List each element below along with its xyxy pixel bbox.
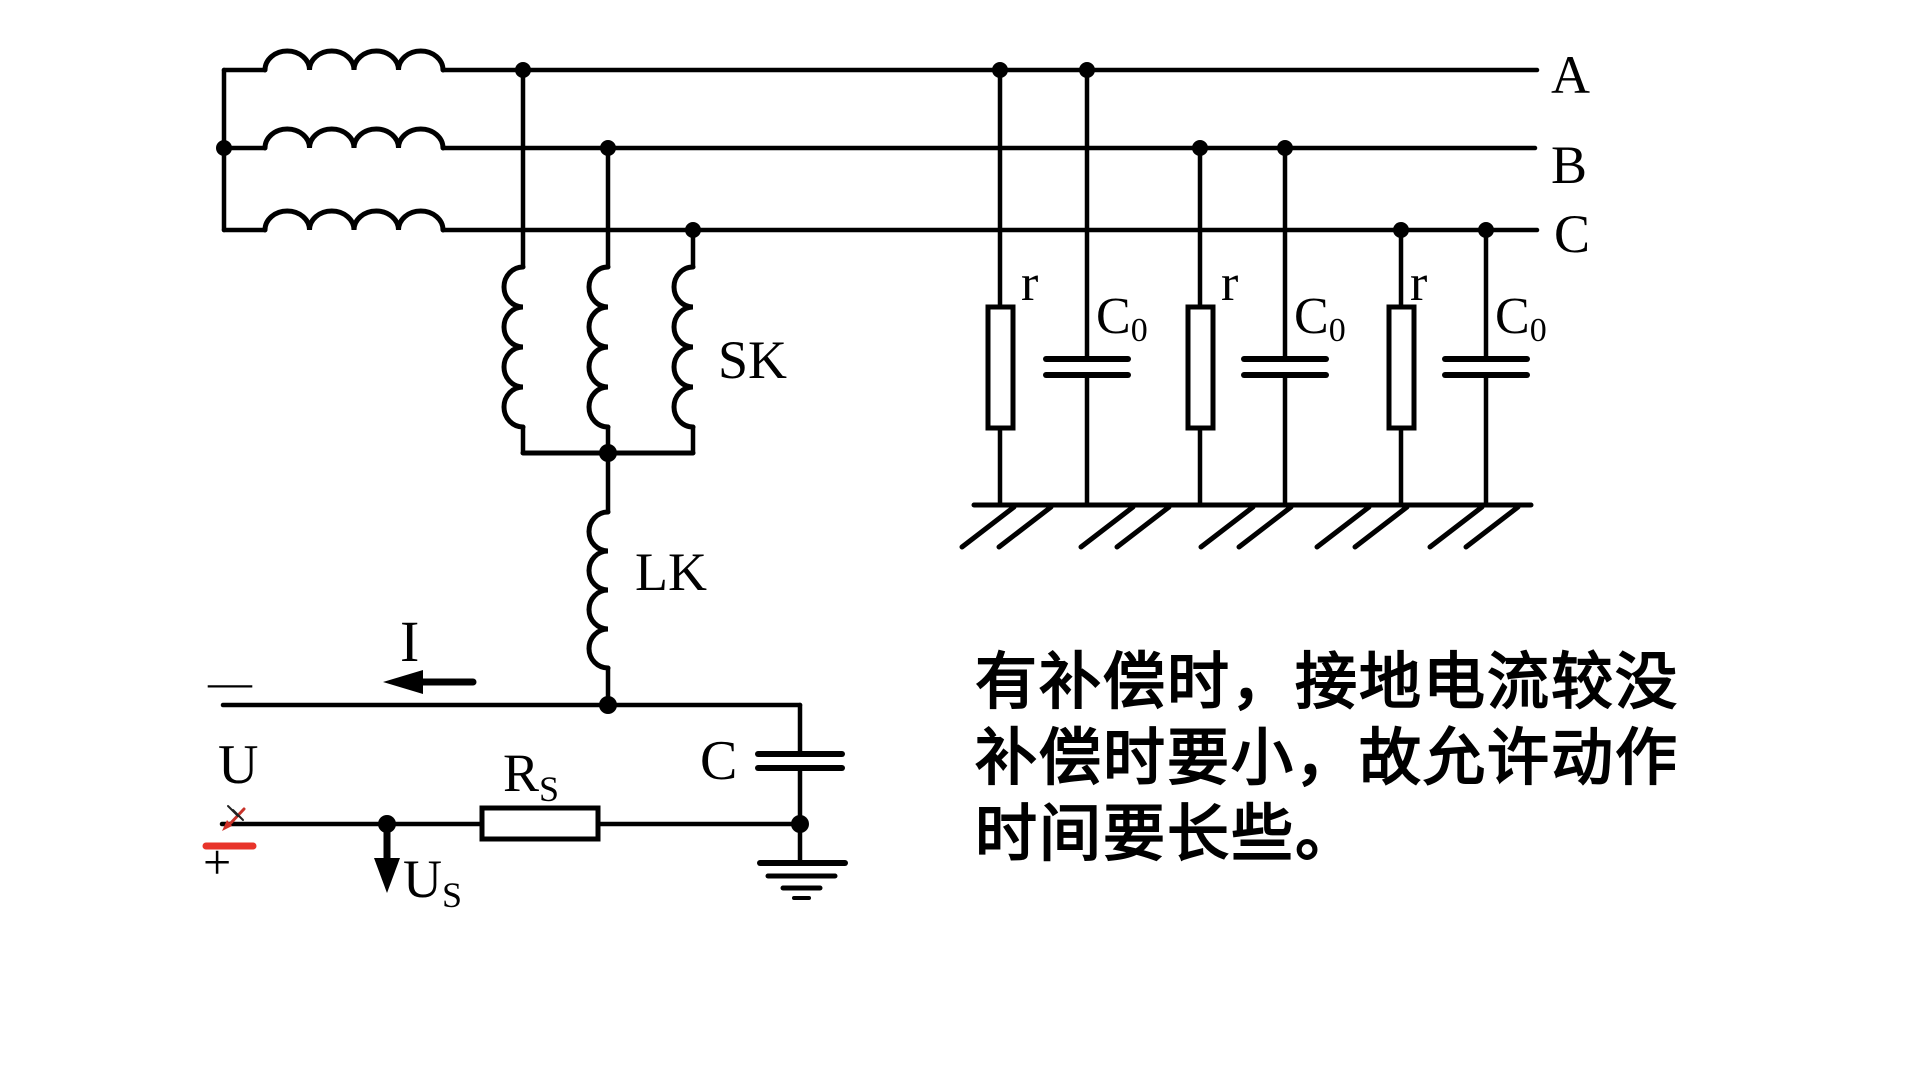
current-arrow — [383, 670, 477, 694]
r-c-label: r — [1410, 255, 1427, 312]
dot-sk-a — [515, 62, 531, 78]
diagram-labels: A B C SK LK r r r C0 C0 C0 I — U + C RS … — [203, 45, 1590, 915]
generator-winding-a-coil — [262, 48, 446, 73]
r-a-label: r — [1021, 255, 1038, 312]
r-b-label: r — [1221, 255, 1238, 312]
c0-b-main: C — [1294, 288, 1329, 345]
us-arrow — [374, 820, 400, 893]
generator-winding-c-coil — [262, 208, 446, 233]
phase-b-label: B — [1551, 135, 1587, 195]
sk-coil-a — [501, 264, 526, 430]
resistor-r-a-body — [985, 304, 1016, 431]
dot-cap-ground — [791, 815, 809, 833]
sk-coil-c — [671, 264, 696, 430]
capacitor-c — [755, 751, 845, 771]
c0-c-main: C — [1495, 288, 1530, 345]
dot-r-a — [992, 62, 1008, 78]
c0-a-sub: 0 — [1131, 312, 1148, 349]
resistor-r-c-body — [1386, 304, 1417, 431]
sk-coil-bank — [501, 67, 696, 456]
resistor-rs-body — [479, 805, 601, 842]
dot-sk-star-point — [599, 444, 617, 462]
phase-a-label: A — [1551, 45, 1590, 105]
ground-hatching — [959, 504, 1521, 550]
branch-phase-b — [1185, 145, 1329, 508]
dot-r-b — [1192, 140, 1208, 156]
sk-coil-b — [586, 264, 611, 430]
red-mark-head — [222, 820, 232, 831]
sk-label: SK — [718, 330, 787, 390]
red-mark-shaft — [226, 807, 246, 828]
us-sub: S — [442, 875, 462, 915]
c0-a-main: C — [1096, 288, 1131, 345]
plus-polarity-mark: + — [203, 834, 231, 890]
rs-main: R — [503, 743, 539, 803]
resistor-r-b-body — [1185, 304, 1216, 431]
current-label: I — [400, 609, 419, 674]
earth-bus — [959, 502, 1534, 550]
resistor-rs-label: RS — [503, 743, 559, 809]
c0-b-label: C0 — [1294, 288, 1346, 349]
generator-winding-group — [221, 48, 446, 233]
dot-c0-c — [1478, 222, 1494, 238]
annotation-line-1: 有补偿时，接地电流较没 — [975, 648, 1680, 717]
lk-label: LK — [635, 542, 707, 602]
annotation-text: 有补偿时，接地电流较没 补偿时要小，故允许动作 时间要长些。 — [975, 645, 1679, 873]
c0-c-label: C0 — [1495, 288, 1547, 349]
dot-sk-b — [600, 140, 616, 156]
dot-c0-a — [1079, 62, 1095, 78]
us-label: US — [403, 849, 462, 915]
annotation-line-3: 时间要长些。 — [975, 800, 1360, 869]
generator-winding-b-coil — [262, 126, 446, 151]
c0-b-sub: 0 — [1329, 312, 1346, 349]
red-pen-mark — [222, 805, 246, 831]
junction-dots — [216, 62, 1494, 833]
current-arrow-head — [383, 670, 423, 694]
lk-coil-winding — [586, 509, 611, 671]
red-mark-hatch-2 — [227, 805, 239, 817]
branch-phase-a — [985, 67, 1131, 508]
branch-phase-c — [1386, 227, 1530, 508]
dot-generator-b — [216, 140, 232, 156]
us-arrow-head — [374, 858, 400, 893]
c0-a-label: C0 — [1096, 288, 1148, 349]
dot-us-tap — [378, 815, 396, 833]
dot-sk-c — [685, 222, 701, 238]
phase-c-label: C — [1554, 204, 1590, 264]
dot-lk-neutral — [599, 696, 617, 714]
capacitor-c-label: C — [700, 730, 737, 792]
lk-coil — [586, 450, 611, 708]
c0-c-sub: 0 — [1530, 312, 1547, 349]
minus-polarity-mark: — — [207, 658, 253, 707]
dot-r-c — [1393, 222, 1409, 238]
annotation-line-2: 补偿时要小，故允许动作 — [975, 724, 1680, 793]
dot-c0-b — [1277, 140, 1293, 156]
us-main: U — [403, 849, 442, 909]
source-voltage-label: U — [218, 734, 258, 796]
ground-symbol-main — [757, 860, 848, 900]
rs-sub: S — [539, 769, 559, 809]
